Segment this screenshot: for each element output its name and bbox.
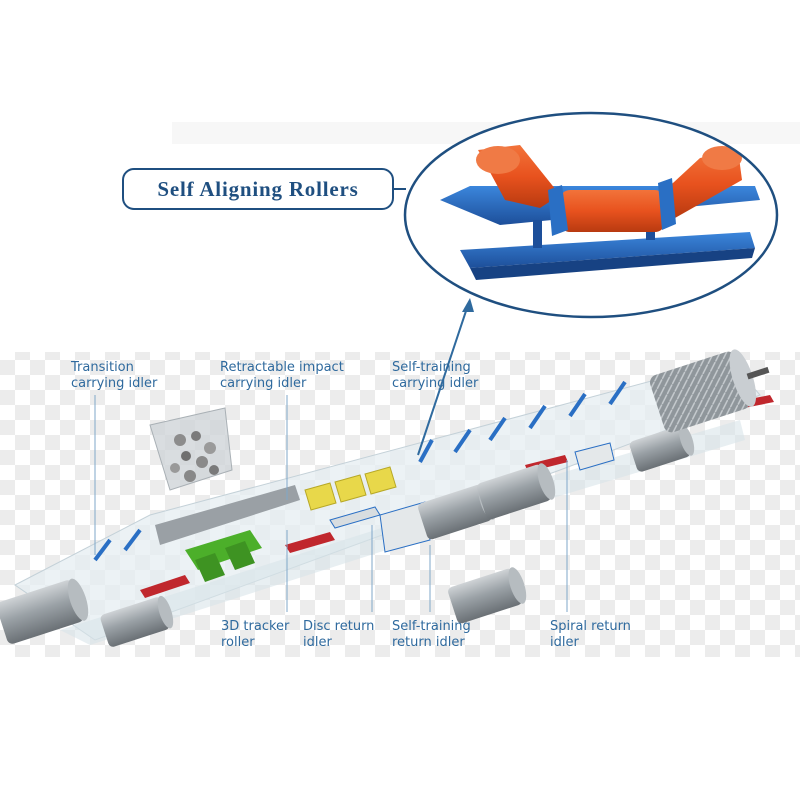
retractable-idlers	[304, 466, 397, 511]
callout-arrow	[417, 304, 469, 456]
label-self-training-return-idler: Self-training return idler	[392, 619, 471, 650]
return-rollers	[0, 425, 695, 647]
impact-bed	[155, 485, 300, 582]
zoom-circle	[403, 111, 779, 319]
callout-arrowhead	[462, 298, 474, 312]
label-transition-carrying-idler: Transition carrying idler	[71, 360, 158, 391]
label-retractable-impact-carrying-idler: Retractable impact carrying idler	[220, 360, 344, 391]
label-disc-return-idler: Disc return idler	[303, 619, 375, 650]
label-3d-tracker-roller: 3D tracker roller	[221, 619, 290, 650]
diagram-title: Self Aligning Rollers	[122, 168, 394, 210]
return-idler-frames	[140, 395, 774, 598]
carrying-idlers	[93, 380, 627, 562]
label-spiral-return-idler: Spiral return idler	[550, 619, 631, 650]
feed-hopper	[149, 407, 233, 491]
label-self-training-carrying-idler: Self-training carrying idler	[392, 360, 479, 391]
leader-lines	[94, 395, 568, 612]
head-pulley	[650, 349, 770, 433]
